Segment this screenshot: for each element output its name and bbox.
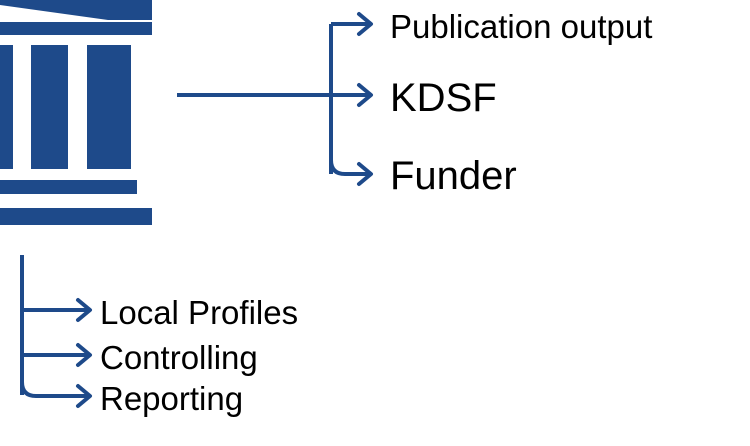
building-column bbox=[31, 45, 68, 169]
arrow-right-icon bbox=[357, 12, 373, 36]
institution-building-icon bbox=[0, 0, 152, 225]
output-label-local-profiles: Local Profiles bbox=[100, 294, 299, 331]
arrow-right-icon bbox=[357, 162, 373, 186]
output-label-publication-output: Publication output bbox=[390, 8, 653, 45]
building-base bbox=[0, 208, 152, 225]
building-roof bbox=[0, 0, 152, 20]
branch-line bbox=[20, 381, 88, 398]
output-label-reporting: Reporting bbox=[100, 380, 244, 417]
arrow-right-icon bbox=[357, 83, 373, 107]
output-label-controlling: Controlling bbox=[100, 339, 258, 376]
branch-line bbox=[329, 159, 369, 176]
building-column bbox=[0, 45, 13, 169]
arrow-right-icon bbox=[76, 343, 92, 367]
building-architrave bbox=[0, 22, 152, 35]
building-base-step bbox=[0, 180, 137, 194]
building-column bbox=[87, 45, 131, 169]
arrow-right-icon bbox=[76, 384, 92, 408]
output-label-kdsf: KDSF bbox=[390, 76, 497, 120]
arrow-right-icon bbox=[76, 298, 92, 322]
output-label-funder: Funder bbox=[390, 154, 517, 198]
